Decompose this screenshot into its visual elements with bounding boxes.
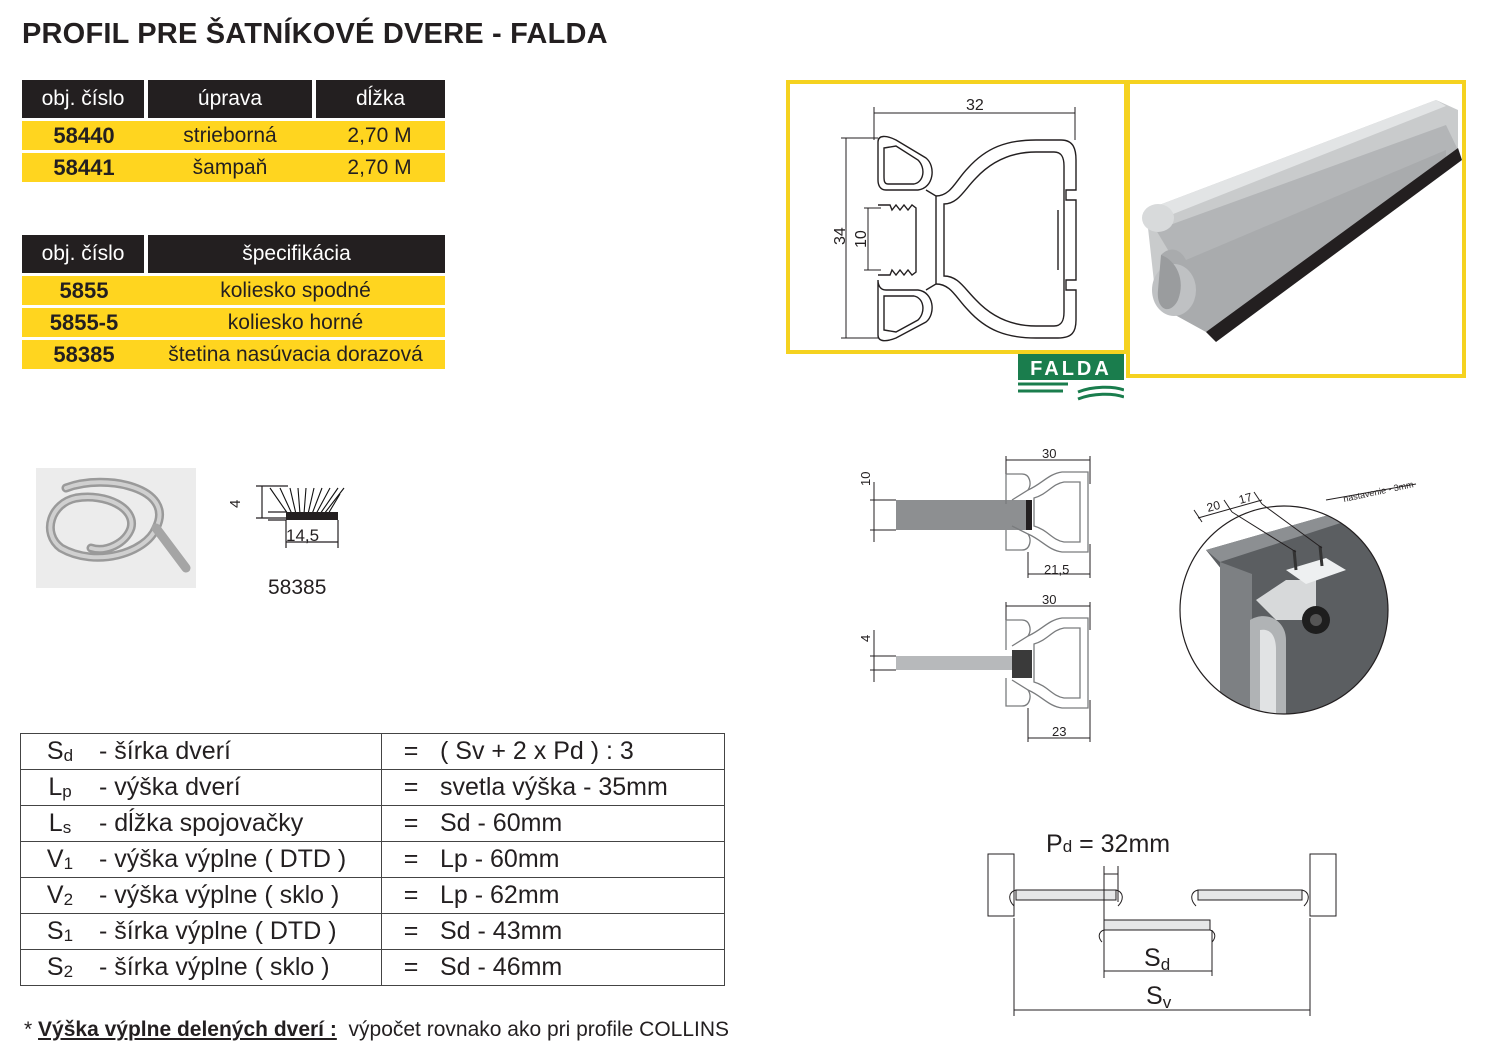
cell-code: 5855	[22, 273, 146, 307]
door-plan-drawing: Pd = 32mm Sd Sv	[987, 830, 1337, 1016]
formula-value: Sd - 60mm	[440, 809, 563, 837]
profile-drawing: 32 34 10	[786, 80, 1466, 378]
formula-row: Ls- dĺžka spojovačky =Sd - 60mm	[20, 805, 725, 842]
profile-width-label: 32	[966, 97, 984, 114]
product-table: obj. číslo úprava dĺžka 58440 strieborná…	[22, 80, 445, 182]
formula-value: Sd - 43mm	[440, 917, 563, 945]
accessory-table: obj. číslo špecifikácia 5855 koliesko sp…	[22, 235, 445, 369]
cell-length: 2,70 M	[314, 118, 445, 152]
formula-value: Lp - 60mm	[440, 845, 560, 873]
formula-row: Lp- výška dverí =svetla výška - 35mm	[20, 769, 725, 806]
cell-code: 58440	[22, 118, 146, 152]
detail2-depth: 23	[1052, 724, 1066, 739]
brush-profile-drawing: 4 14,5	[227, 485, 345, 548]
formula-value: Sd - 46mm	[440, 953, 563, 981]
round-dim-b: 17	[1237, 490, 1254, 507]
detail-drawing-2: 30 4 23	[858, 592, 1091, 742]
formula-desc: - výška výplne ( sklo )	[99, 881, 340, 909]
formula-row: S2- šírka výplne ( sklo ) =Sd - 46mm	[20, 949, 725, 986]
formula-desc: - výška výplne ( DTD )	[99, 845, 347, 873]
col-header: obj. číslo	[22, 235, 148, 275]
brush-code: 58385	[268, 576, 327, 599]
formula-desc: - šírka dverí	[99, 737, 231, 765]
formula-row: V2- výška výplne ( sklo ) =Lp - 62mm	[20, 877, 725, 914]
falda-logo: FALDA	[1018, 354, 1124, 401]
formula-row: Sd- šírka dverí =( Sv + 2 x Pd ) : 3	[20, 733, 725, 770]
footnote-bold: Výška výplne delených dverí :	[38, 1018, 337, 1041]
brush-photo	[36, 468, 196, 588]
cell-code: 5855-5	[22, 305, 146, 339]
formula-value: ( Sv + 2 x Pd ) : 3	[440, 737, 634, 765]
sv-label: Sv	[1146, 982, 1172, 1012]
footnote: * Výška výplne delených dverí : výpočet …	[24, 1018, 730, 1041]
drawing-frame	[786, 80, 1128, 354]
detail2-width: 30	[1042, 592, 1056, 607]
footnote-text: výpočet rovnako ako pri profile COLLINS	[348, 1018, 730, 1041]
profile-height-label: 34	[832, 227, 849, 245]
table-row: 58385 štetina nasúvacia dorazová	[22, 337, 445, 369]
col-header: obj. číslo	[22, 80, 148, 120]
table-row: 5855-5 koliesko horné	[22, 305, 445, 339]
detail2-panel: 4	[858, 635, 873, 642]
detail-drawing-1: 30 10 21,5	[858, 446, 1091, 578]
cell-spec: koliesko spodné	[146, 273, 445, 307]
cell-code: 58441	[22, 150, 146, 182]
formula-value: svetla výška - 35mm	[440, 773, 668, 801]
col-header: úprava	[146, 80, 316, 120]
cell-finish: šampaň	[146, 150, 314, 182]
formula-value: Lp - 62mm	[440, 881, 560, 909]
profile-inner-label: 10	[853, 230, 870, 248]
cell-finish: strieborná	[146, 118, 314, 152]
round-note: nastavenie - 3mm	[1342, 479, 1414, 504]
table-row: 5855 koliesko spodné	[22, 273, 445, 307]
brand-name: FALDA	[1030, 358, 1112, 380]
profile-photo	[1142, 100, 1462, 342]
formula-desc: - šírka výplne ( sklo )	[99, 953, 330, 981]
formula-desc: - výška dverí	[99, 773, 241, 801]
detail1-width: 30	[1042, 446, 1056, 461]
formula-row: S1- šírka výplne ( DTD ) =Sd - 43mm	[20, 913, 725, 950]
col-header: dĺžka	[314, 80, 445, 120]
table-row: 58441 šampaň 2,70 M	[22, 150, 445, 182]
detail1-depth: 21,5	[1044, 562, 1069, 577]
cell-spec: koliesko horné	[146, 305, 445, 339]
formula-table: Sd- šírka dverí =( Sv + 2 x Pd ) : 3 Lp-…	[20, 733, 725, 986]
cell-spec: štetina nasúvacia dorazová	[146, 337, 445, 369]
formula-row: V1- výška výplne ( DTD ) =Lp - 60mm	[20, 841, 725, 878]
cell-code: 58385	[22, 337, 146, 369]
round-dim-a: 20	[1205, 498, 1222, 515]
round-detail-drawing: 20 17 nastavenie - 3mm	[1179, 479, 1417, 715]
table-row: 58440 strieborná 2,70 M	[22, 118, 445, 152]
sd-label: Sd	[1144, 944, 1170, 974]
brush-height-label: 4	[227, 500, 244, 508]
pd-label: Pd = 32mm	[1046, 830, 1170, 858]
cell-length: 2,70 M	[314, 150, 445, 182]
detail1-panel: 10	[858, 472, 873, 486]
brush-width-label: 14,5	[286, 526, 319, 545]
formula-desc: - dĺžka spojovačky	[99, 809, 304, 837]
col-header: špecifikácia	[146, 235, 445, 275]
formula-desc: - šírka výplne ( DTD )	[99, 917, 337, 945]
page-title: PROFIL PRE ŠATNÍKOVÉ DVERE - FALDA	[22, 18, 608, 50]
